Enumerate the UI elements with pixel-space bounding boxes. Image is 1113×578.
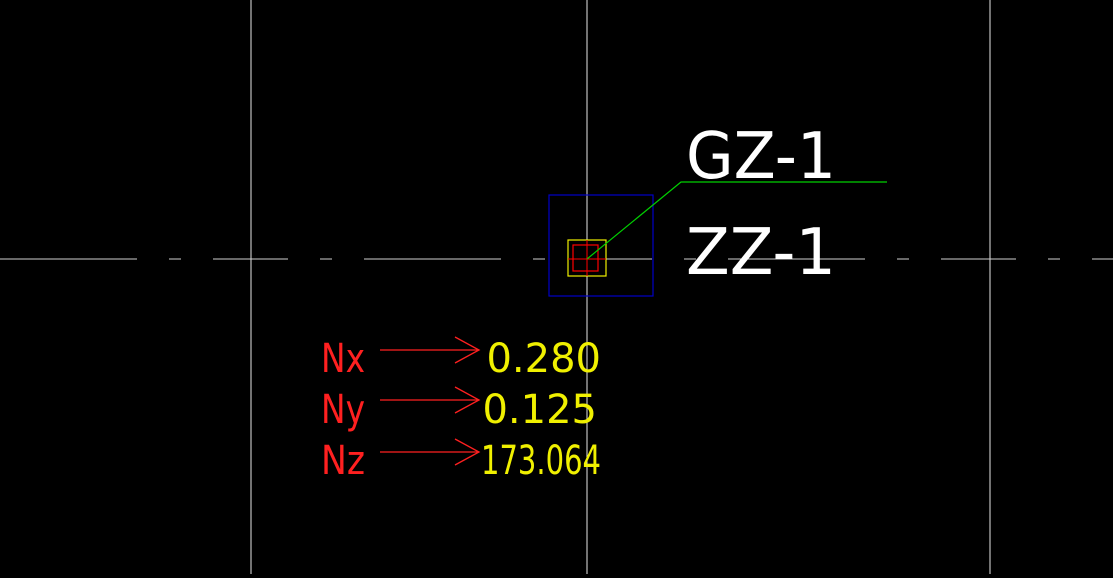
force-value-ny: 0.125: [482, 387, 597, 433]
force-row-nx: Nx 0.280: [321, 336, 601, 382]
column-outline: [548, 194, 654, 297]
force-row-ny: Ny 0.125: [321, 386, 597, 433]
column-tag-top: GZ-1: [686, 120, 836, 194]
force-label-nx: Nx: [321, 336, 365, 382]
column-center-mark: [572, 244, 599, 272]
column-tag-leader: [586, 181, 887, 260]
force-arrow-nz: [380, 438, 481, 466]
force-row-nz: Nz 173.064: [321, 438, 601, 484]
column-tag-bottom: ZZ-1: [686, 216, 836, 290]
force-label-nz: Nz: [321, 438, 365, 484]
force-arrow-nx: [380, 336, 481, 364]
force-value-nx: 0.280: [486, 336, 601, 382]
force-value-nz: 173.064: [481, 438, 601, 484]
force-label-ny: Ny: [321, 387, 365, 433]
force-arrow-ny: [380, 386, 481, 414]
